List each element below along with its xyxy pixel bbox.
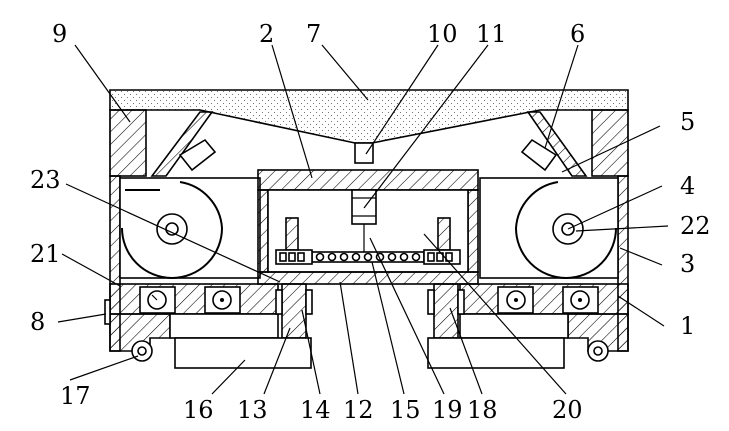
left-chute [150,111,214,177]
right-blower-outlet [520,138,558,172]
label-3: 3 [680,250,695,278]
label-12: 12 [343,396,374,424]
central-box-right-wall [467,189,479,273]
label-14: 14 [300,396,331,424]
left-support-pad [174,337,312,369]
left-base-block [109,283,279,315]
label-23: 23 [30,166,61,194]
right-blower-housing [479,177,619,279]
screw-rod-holes [315,252,421,262]
label-16: 16 [183,396,214,424]
label-18: 18 [467,396,498,424]
label-6: 6 [570,20,585,48]
left-volute [121,181,224,279]
right-support-pad [427,337,565,369]
central-box-top [257,169,479,191]
label-15: 15 [390,396,421,424]
motor [351,189,377,225]
label-10: 10 [427,20,458,48]
right-base-block [459,283,629,315]
right-chute [526,111,588,177]
right-volute [514,181,617,279]
left-guide-post [285,217,299,251]
label-2: 2 [259,20,274,48]
label-9: 9 [52,20,67,48]
right-guide-post [437,217,451,251]
label-7: 7 [306,20,321,48]
side-handle [104,299,111,325]
label-17: 17 [60,382,91,410]
left-blower-outlet [178,138,217,172]
label-21: 21 [30,240,61,268]
label-22: 22 [680,212,711,240]
right-lift-column [433,283,459,339]
label-4: 4 [680,172,695,200]
central-box-left-wall [257,189,269,273]
label-1: 1 [680,312,695,340]
label-8: 8 [30,308,45,336]
left-blower-housing [119,177,261,279]
label-13: 13 [237,396,268,424]
label-20: 20 [552,396,583,424]
label-5: 5 [680,108,695,136]
label-11: 11 [476,20,507,48]
cover-shaft [354,142,374,164]
central-box-bottom [257,271,479,285]
label-19: 19 [432,396,463,424]
leader-lines [57,44,669,395]
